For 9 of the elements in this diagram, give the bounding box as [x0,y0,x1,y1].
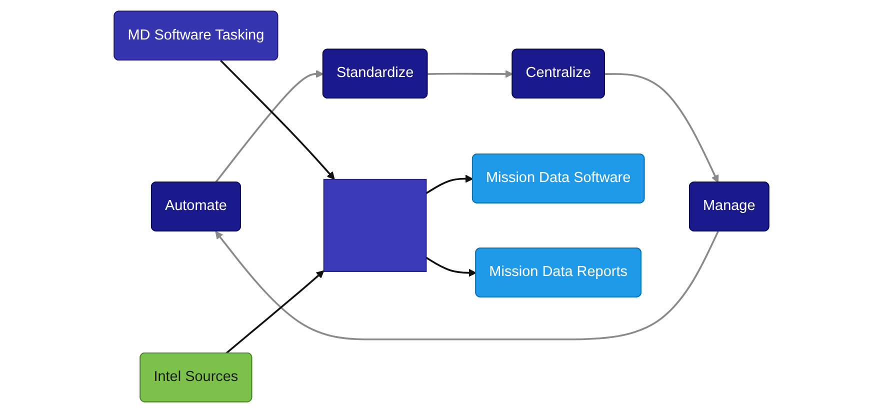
arrow [428,70,513,78]
arrow [426,174,474,194]
arrow [220,60,335,180]
arrow [225,270,324,354]
arrow [426,256,476,277]
arrow [604,73,719,183]
arrow [214,70,324,184]
arrow [215,230,719,340]
node-box [323,178,427,272]
